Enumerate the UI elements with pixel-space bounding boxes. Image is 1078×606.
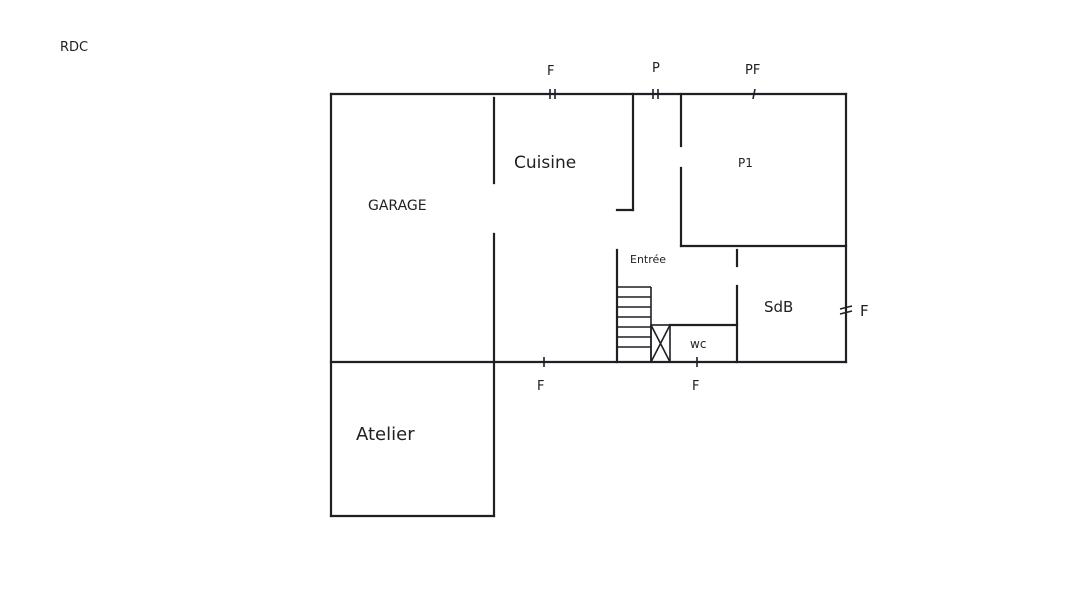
opening-ticks	[543, 88, 853, 367]
room-label-wc: wc	[690, 337, 706, 351]
cupboard-cross-icon	[650, 324, 671, 363]
room-label-p1: P1	[738, 156, 753, 170]
interior-walls	[492, 92, 848, 364]
exterior-walls	[329, 92, 848, 518]
staircase	[617, 286, 652, 362]
opening-label-top-kitchen: F	[547, 64, 554, 79]
opening-label-bottom-kitchen: F	[537, 379, 544, 394]
opening-label-top-p1: PF	[745, 63, 760, 78]
level-label: RDC	[60, 40, 88, 55]
opening-label-right-sdb: F	[860, 302, 869, 320]
room-label-sdb: SdB	[764, 298, 793, 316]
opening-label-bottom-wc: F	[692, 379, 699, 394]
room-label-atelier: Atelier	[356, 424, 415, 445]
room-label-garage: GARAGE	[368, 198, 427, 214]
opening-label-top-hall: P	[652, 61, 660, 76]
room-label-cuisine: Cuisine	[514, 153, 576, 173]
room-label-entree: Entrée	[630, 253, 666, 266]
